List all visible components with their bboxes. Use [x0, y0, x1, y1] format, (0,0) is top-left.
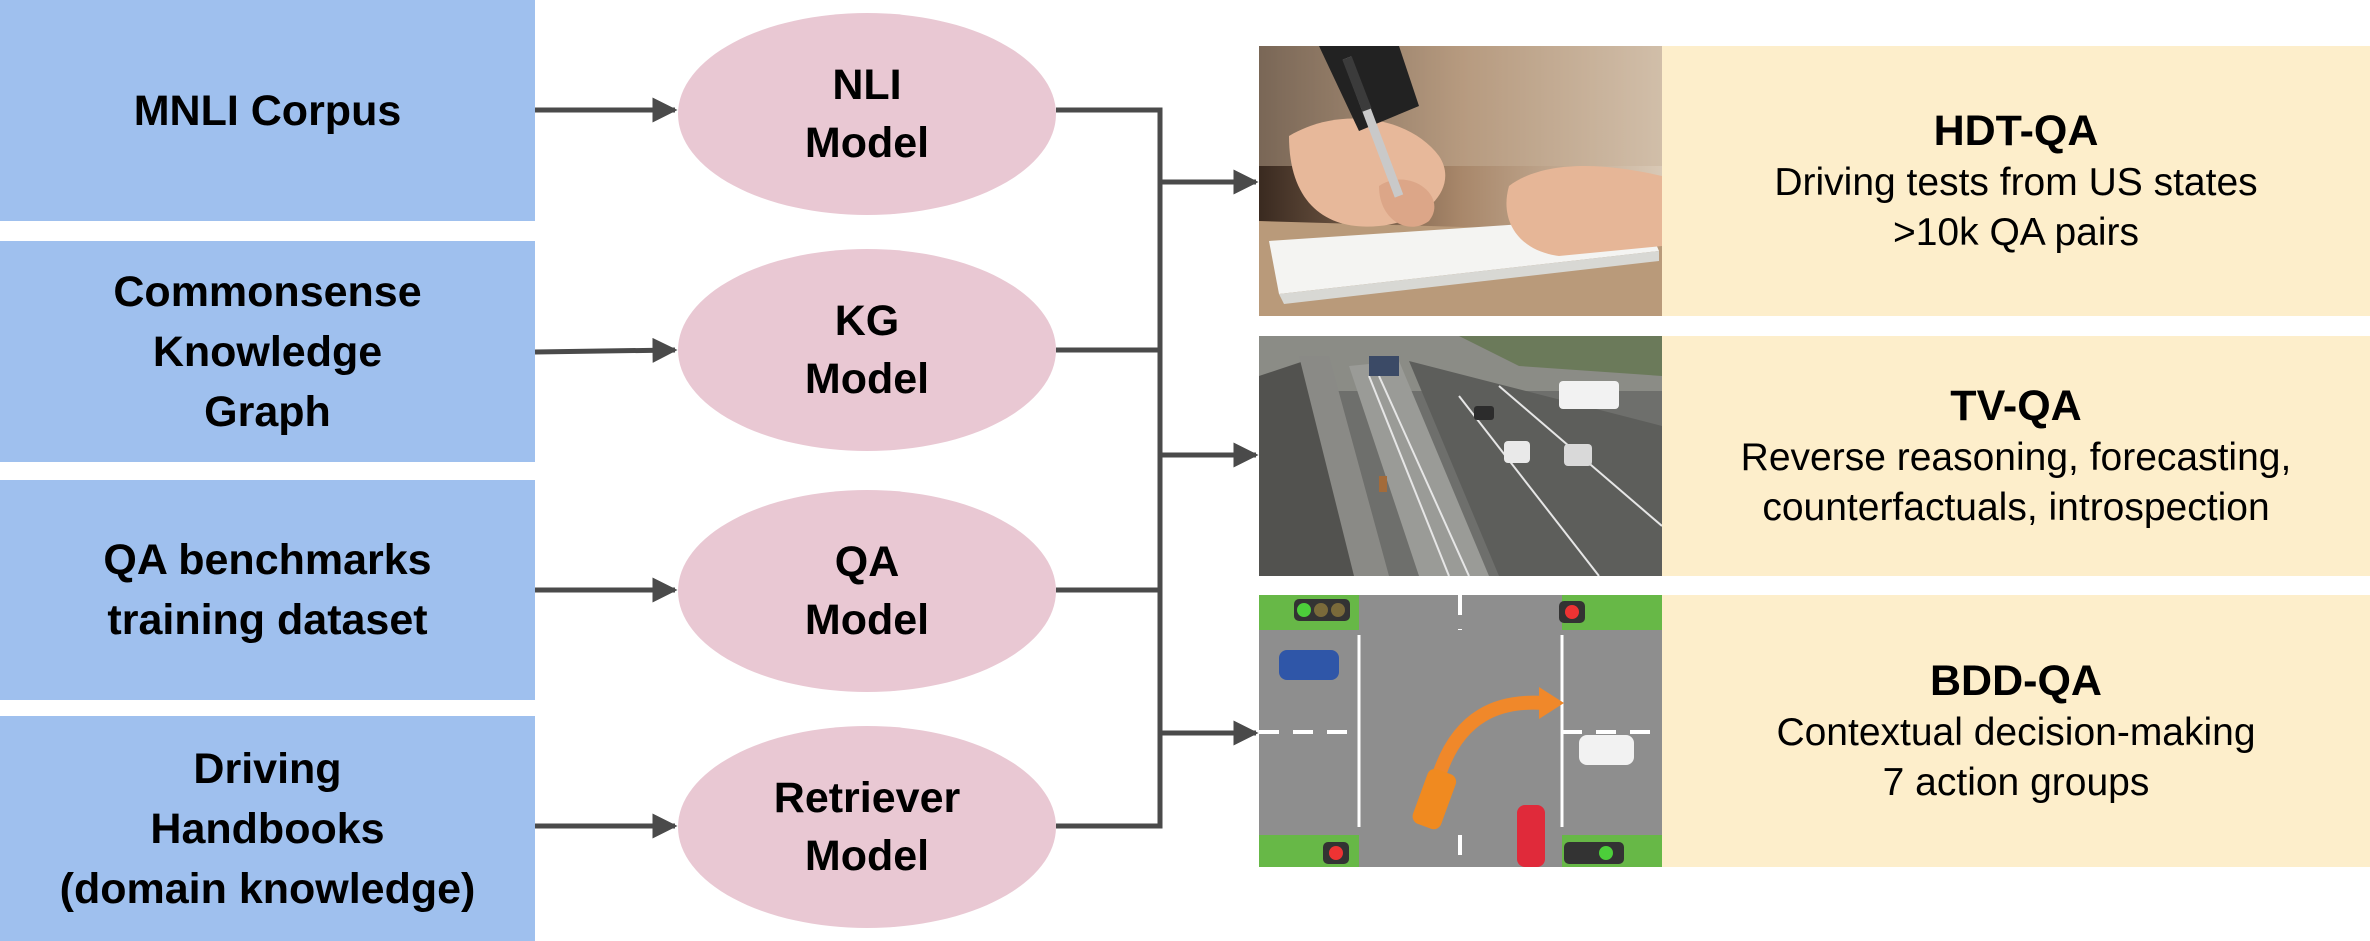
dataset-description-line: >10k QA pairs	[1892, 211, 2140, 254]
intersection-illustration-icon	[1259, 595, 1662, 867]
source-box-driving-handbooks: Driving Handbooks (domain knowledge)	[0, 716, 535, 941]
highway-traffic-photo-icon	[1259, 336, 1662, 576]
dataset-panel-bdd-qa: BDD-QA Contextual decision-making 7 acti…	[1662, 595, 2370, 867]
arrow-source-to-kg	[534, 337, 678, 363]
tv-qa-image	[1259, 336, 1662, 576]
source-box-qa-benchmarks: QA benchmarks training dataset	[0, 480, 535, 700]
dataset-title: TV-QA	[1950, 382, 2082, 430]
collector-bracket	[1056, 107, 1163, 829]
source-box-mnli-corpus: MNLI Corpus	[0, 0, 535, 221]
handwriting-photo-icon	[1259, 46, 1662, 316]
hdt-qa-image	[1259, 46, 1662, 316]
dataset-title: BDD-QA	[1930, 657, 2102, 705]
dataset-panel-tv-qa: TV-QA Reverse reasoning, forecasting, co…	[1662, 336, 2370, 576]
model-ellipse-qa: QA Model	[678, 490, 1056, 692]
model-ellipse-retriever: Retriever Model	[678, 726, 1056, 928]
dataset-title: HDT-QA	[1933, 107, 2099, 155]
bdd-qa-image	[1259, 595, 1662, 867]
model-ellipse-nli: NLI Model	[678, 13, 1056, 215]
dataset-description-line: Reverse reasoning, forecasting,	[1740, 436, 2292, 479]
dataset-description-line: counterfactuals, introspection	[1762, 486, 2270, 529]
dataset-description-line: Driving tests from US states	[1774, 161, 2258, 204]
dataset-panel-hdt-qa: HDT-QA Driving tests from US states >10k…	[1662, 46, 2370, 316]
model-ellipse-kg: KG Model	[678, 249, 1056, 451]
dataset-description-line: 7 action groups	[1882, 761, 2150, 804]
source-box-commonsense-kg: Commonsense Knowledge Graph	[0, 241, 535, 462]
dataset-description-line: Contextual decision-making	[1776, 711, 2256, 754]
